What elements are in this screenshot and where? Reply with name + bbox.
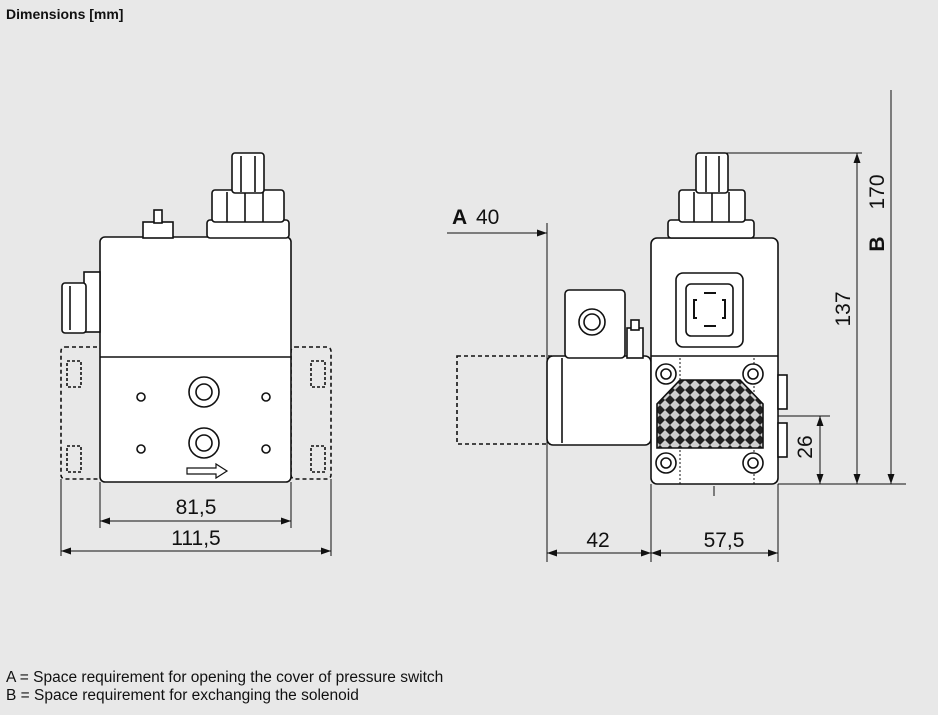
dim-b-letter: B [866,236,889,251]
front-view [60,152,332,483]
legend-item-a: A = Space requirement for opening the co… [6,669,444,686]
dim-front-inner-width: 81,5 [176,496,217,519]
legend-item-b: B = Space requirement for exchanging the… [6,687,359,704]
dim-b-value: 170 [866,174,889,209]
legend: A = Space requirement for opening the co… [6,669,443,705]
page-title: Dimensions [mm] [6,6,124,22]
dim-height-port: 26 [794,435,817,458]
dim-height-body: 137 [832,291,855,326]
dim-a-letter: A [452,206,467,229]
dim-a-value: 40 [476,206,499,229]
side-view [456,152,788,496]
front-dimension-lines [60,479,332,556]
side-dimension-lines [447,90,906,562]
dim-side-depth-right: 57,5 [704,529,745,552]
dim-front-outer-width: 111,5 [171,527,220,550]
dim-side-depth-left: 42 [586,529,609,552]
